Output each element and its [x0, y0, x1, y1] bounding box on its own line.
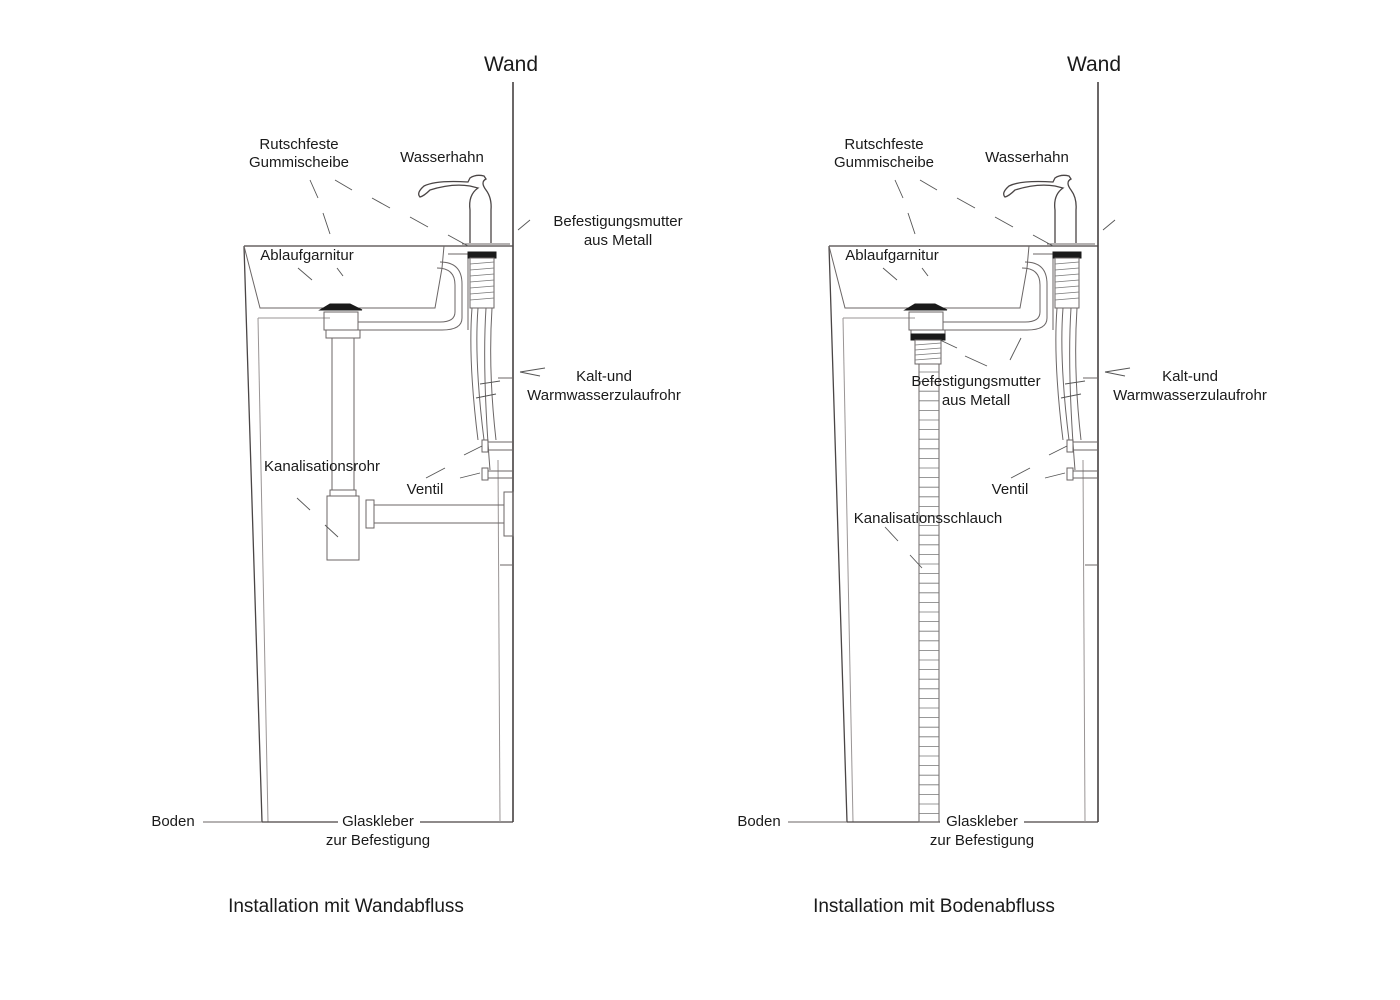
- drain-pipe-drawing: [296, 337, 514, 561]
- label-glass-adhesive-line1: Glaskleber: [946, 813, 1018, 830]
- label-valve: Ventil: [992, 481, 1029, 498]
- label-faucet: Wasserhahn: [985, 149, 1069, 166]
- label-glass-adhesive-line1: Glaskleber: [342, 813, 414, 830]
- drain-hose-drawing: [884, 333, 1022, 823]
- label-supply-pipe-line1: Kalt-und: [1162, 368, 1218, 385]
- label-drain-set: Ablaufgarnitur: [845, 247, 938, 264]
- label-drain-pipe: Kanalisationsrohr: [264, 458, 380, 475]
- label-wall: Wand: [1067, 53, 1121, 76]
- label-supply-pipe-line2: Warmwasserzulaufrohr: [527, 387, 681, 404]
- label-bg: [338, 812, 420, 830]
- label-fixing-nut-line1: Befestigungsmutter: [911, 373, 1040, 390]
- label-supply-pipe-line2: Warmwasserzulaufrohr: [1113, 387, 1267, 404]
- sink-pedestal-drawing: [202, 81, 546, 823]
- sink-pedestal-drawing: [787, 81, 1131, 823]
- label-fixing-nut-line2: aus Metall: [942, 392, 1010, 409]
- caption-floor-drain: Installation mit Bodenabfluss: [813, 896, 1055, 917]
- label-rubber-washer-line2: Gummischeibe: [249, 154, 349, 171]
- label-valve: Ventil: [407, 481, 444, 498]
- label-fixing-nut-line1: Befestigungsmutter: [553, 213, 682, 230]
- caption-wall-drain: Installation mit Wandabfluss: [228, 896, 464, 917]
- label-rubber-washer-line2: Gummischeibe: [834, 154, 934, 171]
- label-floor: Boden: [737, 813, 780, 830]
- label-bg: [940, 812, 1024, 830]
- diagram-wall-drain: Wand Rutschfeste Gummischeibe Wasserhahn…: [151, 53, 682, 917]
- label-supply-pipe-line1: Kalt-und: [576, 368, 632, 385]
- label-glass-adhesive-line2: zur Befestigung: [930, 832, 1034, 849]
- label-drain-set: Ablaufgarnitur: [260, 247, 353, 264]
- label-drain-hose: Kanalisationsschlauch: [854, 510, 1002, 527]
- label-faucet: Wasserhahn: [400, 149, 484, 166]
- label-rubber-washer-line1: Rutschfeste: [259, 136, 338, 153]
- diagram-floor-drain: Wand Rutschfeste Gummischeibe Wasserhahn…: [737, 53, 1267, 917]
- label-floor: Boden: [151, 813, 194, 830]
- label-wall: Wand: [484, 53, 538, 76]
- label-fixing-nut-line2: aus Metall: [584, 232, 652, 249]
- label-rubber-washer-line1: Rutschfeste: [844, 136, 923, 153]
- label-glass-adhesive-line2: zur Befestigung: [326, 832, 430, 849]
